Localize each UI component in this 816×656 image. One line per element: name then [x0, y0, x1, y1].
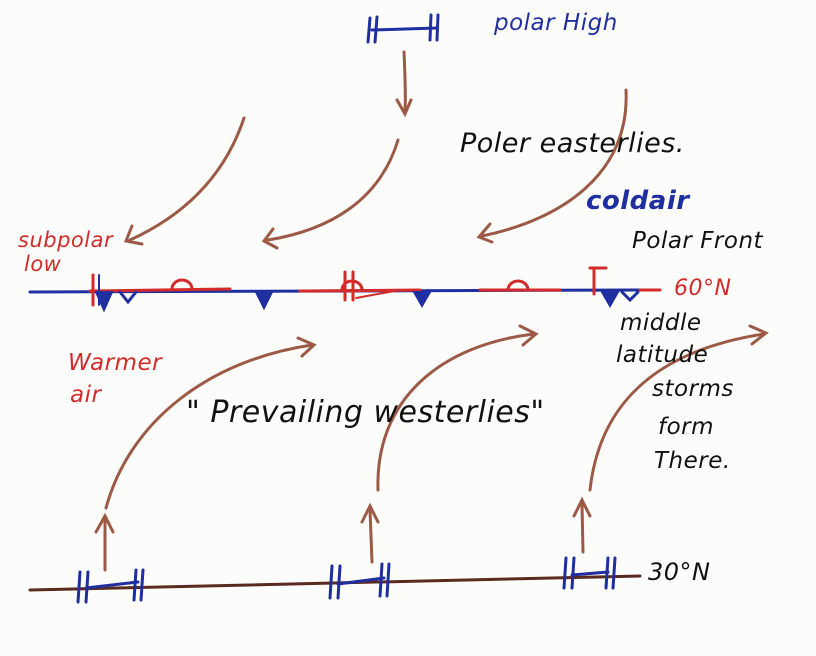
cold-front-mark [118, 290, 138, 305]
polar-easterlies-arrows [123, 88, 628, 250]
polar-high-label: polar High [494, 10, 618, 36]
cold-air-label: coldair [586, 186, 690, 216]
warm-front-mark [506, 279, 530, 292]
up-arrow-right [580, 502, 585, 554]
cold-front-mark [620, 290, 640, 303]
westerly-arrow-middle [376, 332, 536, 492]
storms-label: storms [652, 376, 734, 402]
easterly-arrow-left [128, 116, 246, 242]
westerlies-arrows [94, 324, 769, 572]
polar-front-line [28, 266, 662, 313]
air-label: air [70, 382, 102, 408]
prevailing-westerlies-label: " Prevailing westerlies" [186, 395, 545, 430]
subtropical-high-line [28, 556, 642, 604]
lat-30-label: 30°N [648, 558, 711, 586]
lat-60-label: 60°N [674, 276, 732, 301]
westerly-arrow-right [588, 332, 766, 492]
polar-high-symbol [366, 13, 440, 44]
warmer-label: Warmer [68, 350, 163, 376]
easterly-arrow-middle [266, 138, 400, 242]
polar-high-down-arrow [395, 50, 413, 118]
form-label: form [658, 414, 715, 440]
middle-label: middle [620, 310, 702, 336]
low-label: low [24, 252, 62, 276]
subpolar-label: subpolar [18, 228, 114, 252]
latitude-label: latitude [616, 342, 709, 368]
warm-front-mark [170, 278, 194, 291]
cold-front-mark [254, 291, 274, 311]
there-label: There. [654, 448, 731, 474]
polar-easterlies-label: Poler easterlies. [460, 128, 685, 159]
cold-front-mark [412, 291, 432, 309]
cold-front-mark [600, 291, 620, 309]
westerly-arrow-left [104, 343, 314, 510]
easterly-arrow-right [480, 88, 628, 238]
polar-front-label: Polar Front [632, 228, 764, 254]
up-arrow-middle [368, 508, 374, 564]
